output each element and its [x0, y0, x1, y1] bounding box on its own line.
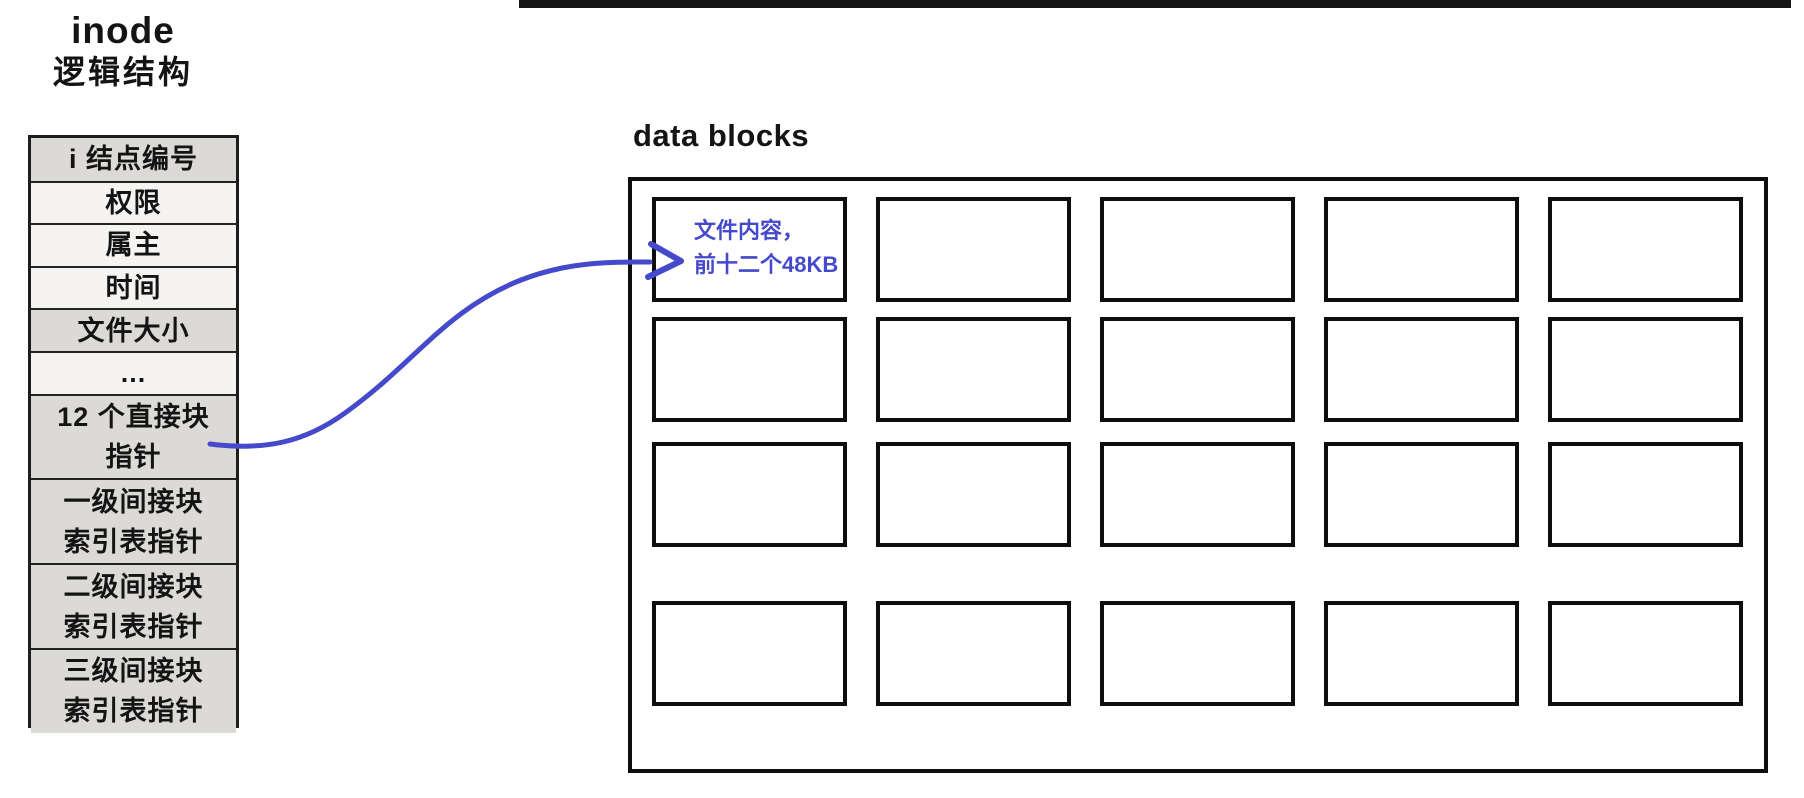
inode-row: i 结点编号	[31, 138, 236, 181]
top-crop-bar	[519, 0, 1791, 8]
data-blocks-title: data blocks	[633, 118, 810, 153]
inode-row: 文件大小	[31, 308, 236, 351]
inode-title-line2: 逻辑结构	[52, 54, 193, 90]
data-block	[1548, 197, 1743, 302]
inode-row: 时间	[31, 265, 236, 309]
data-block	[1100, 317, 1295, 422]
data-block-row	[652, 442, 1744, 547]
data-block	[1324, 601, 1519, 706]
data-block	[1324, 317, 1519, 422]
data-block	[1548, 442, 1743, 547]
data-block-row	[652, 317, 1744, 422]
data-block-row	[652, 601, 1744, 706]
inode-row: 权限	[31, 180, 236, 224]
data-block	[1324, 442, 1519, 547]
data-blocks-container: 文件内容， 前十二个48KB	[628, 177, 1768, 773]
inode-row: 二级间接块 索引表指针	[31, 563, 236, 648]
data-block-row: 文件内容， 前十二个48KB	[652, 197, 1744, 302]
inode-title-line1: inode	[71, 10, 175, 51]
inode-title: inode 逻辑结构	[17, 12, 229, 88]
data-block	[1100, 442, 1295, 547]
inode-row: 12 个直接块 指针	[31, 393, 236, 479]
data-block	[876, 601, 1071, 706]
data-block	[876, 442, 1071, 547]
data-block	[652, 442, 847, 547]
inode-row: 一级间接块 索引表指针	[31, 478, 236, 564]
data-block	[1100, 197, 1295, 302]
inode-row: ...	[31, 350, 236, 394]
data-block	[1100, 601, 1295, 706]
annotation-line1: 文件内容，	[694, 218, 805, 243]
file-content-annotation: 文件内容， 前十二个48KB	[694, 214, 838, 282]
inode-structure-table: i 结点编号权限属主时间文件大小...12 个直接块 指针一级间接块 索引表指针…	[28, 135, 239, 733]
data-block	[876, 197, 1071, 302]
data-block	[652, 601, 847, 706]
inode-row: 属主	[31, 223, 236, 266]
data-block	[1324, 197, 1519, 302]
data-block	[1548, 317, 1743, 422]
inode-row: 三级间接块 索引表指针	[31, 647, 236, 733]
data-block	[652, 317, 847, 422]
annotation-line2: 前十二个48KB	[694, 252, 839, 277]
data-block	[1548, 601, 1743, 706]
data-block: 文件内容， 前十二个48KB	[652, 197, 847, 302]
data-block	[876, 317, 1071, 422]
arrow-curve	[207, 259, 653, 449]
